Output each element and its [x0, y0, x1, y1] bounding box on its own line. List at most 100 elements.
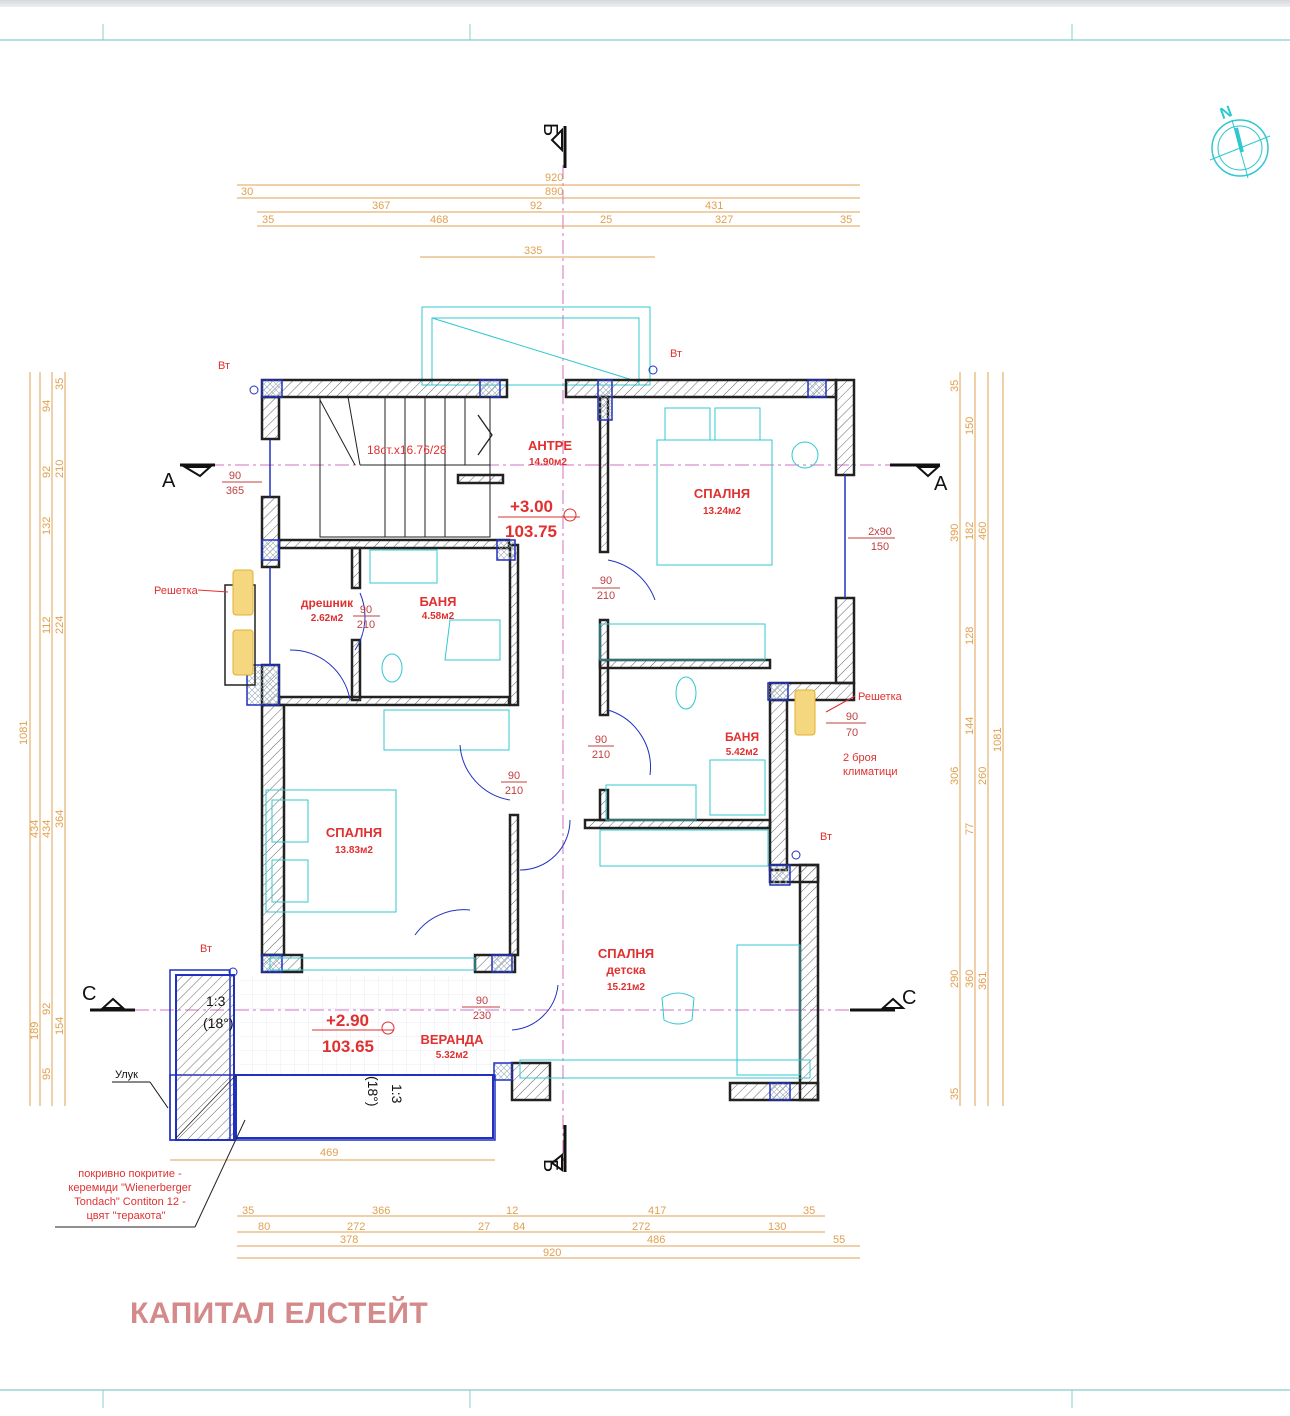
svg-text:Улук: Улук [115, 1069, 138, 1081]
svg-text:СПАЛНЯ: СПАЛНЯ [694, 486, 750, 501]
svg-text:77: 77 [964, 823, 976, 835]
svg-text:103.65: 103.65 [322, 1037, 374, 1056]
veranda-floor [240, 975, 510, 1075]
svg-text:C: C [902, 987, 916, 1009]
svg-text:434: 434 [29, 820, 41, 838]
svg-text:25: 25 [600, 214, 612, 226]
svg-text:35: 35 [949, 1088, 961, 1100]
svg-text:90: 90 [600, 575, 612, 587]
svg-text:130: 130 [768, 1221, 786, 1233]
svg-text:90: 90 [508, 770, 520, 782]
svg-text:цвят "теракота": цвят "теракота" [87, 1210, 166, 1222]
svg-text:4.58м2: 4.58м2 [422, 611, 455, 622]
svg-text:92: 92 [41, 1003, 53, 1015]
svg-text:35: 35 [262, 214, 274, 226]
svg-text:Решетка: Решетка [154, 585, 199, 597]
svg-text:365: 365 [226, 485, 244, 497]
svg-text:2x90: 2x90 [868, 526, 892, 538]
svg-text:35: 35 [803, 1205, 815, 1217]
svg-text:360: 360 [964, 970, 976, 988]
svg-text:468: 468 [430, 214, 448, 226]
svg-text:150: 150 [871, 541, 889, 553]
svg-text:13.83м2: 13.83м2 [335, 845, 373, 856]
svg-text:70: 70 [846, 727, 858, 739]
svg-text:434: 434 [41, 820, 53, 838]
svg-text:103.75: 103.75 [505, 522, 557, 541]
svg-text:210: 210 [597, 590, 615, 602]
svg-text:367: 367 [372, 200, 390, 212]
svg-text:92: 92 [530, 200, 542, 212]
dimensions-right: 35 390 306 290 35 150 182 128 144 77 360… [949, 372, 1004, 1106]
furniture [265, 407, 819, 1079]
brand-watermark: КАПИТАЛ ЕЛСТЕЙТ [130, 1297, 429, 1330]
svg-text:90: 90 [476, 995, 488, 1007]
svg-text:1:3: 1:3 [206, 993, 226, 1009]
svg-text:224: 224 [54, 616, 66, 634]
svg-text:климатици: климатици [843, 766, 898, 778]
annotations: Решетка Решетка 2 броя климатици Вт Вт В… [154, 348, 903, 977]
staircase: 18ст.х16.76/28 [319, 396, 493, 538]
svg-text:90: 90 [360, 604, 372, 616]
svg-text:13.24м2: 13.24м2 [703, 506, 741, 517]
svg-text:210: 210 [592, 749, 610, 761]
svg-text:A: A [934, 473, 948, 495]
dimensions-top: 920 30 890 367 92 431 35 468 25 327 35 3… [237, 172, 860, 258]
svg-text:Вт: Вт [670, 348, 682, 360]
svg-text:84: 84 [513, 1221, 525, 1233]
svg-text:+2.90: +2.90 [326, 1011, 369, 1030]
svg-text:189: 189 [29, 1022, 41, 1040]
svg-text:132: 132 [41, 517, 53, 535]
svg-text:Tondach" Contiton 12 -: Tondach" Contiton 12 - [74, 1196, 186, 1208]
svg-text:N: N [1218, 103, 1235, 123]
svg-text:327: 327 [715, 214, 733, 226]
svg-text:260: 260 [977, 767, 989, 785]
sheet-frame [0, 24, 1290, 1408]
svg-text:30: 30 [241, 186, 253, 198]
svg-text:272: 272 [347, 1221, 365, 1233]
door-swings [289, 559, 656, 1031]
svg-text:дрешник: дрешник [301, 596, 354, 610]
svg-text:5.32м2: 5.32м2 [436, 1050, 469, 1061]
svg-text:210: 210 [54, 460, 66, 478]
svg-text:АНТРЕ: АНТРЕ [528, 438, 572, 453]
svg-text:335: 335 [524, 245, 542, 257]
svg-text:306: 306 [949, 767, 961, 785]
svg-text:покривно покритие -: покривно покритие - [78, 1168, 182, 1180]
svg-text:150: 150 [964, 417, 976, 435]
svg-text:144: 144 [964, 717, 976, 735]
svg-text:Б: Б [539, 1159, 561, 1172]
svg-text:детска: детска [606, 963, 646, 977]
svg-text:80: 80 [258, 1221, 270, 1233]
svg-text:182: 182 [964, 522, 976, 540]
svg-text:431: 431 [705, 200, 723, 212]
opening-labels: 90 365 90 210 90 210 90 210 90 210 90 70… [222, 470, 895, 1022]
svg-text:27: 27 [478, 1221, 490, 1233]
svg-text:(18°): (18°) [365, 1076, 381, 1107]
svg-text:C: C [82, 983, 96, 1005]
svg-text:128: 128 [964, 627, 976, 645]
svg-text:210: 210 [357, 619, 375, 631]
svg-text:90: 90 [229, 470, 241, 482]
svg-text:417: 417 [648, 1205, 666, 1217]
svg-text:35: 35 [840, 214, 852, 226]
svg-text:1081: 1081 [992, 728, 1004, 752]
window-top-edge [0, 0, 1290, 7]
svg-text:2 броя: 2 броя [843, 752, 877, 764]
svg-text:Б: Б [539, 123, 561, 136]
roof-covering-note: покривно покритие - керемиди "Wienerberg… [55, 1119, 246, 1228]
svg-text:35: 35 [54, 378, 66, 390]
svg-text:A: A [162, 470, 176, 492]
svg-text:364: 364 [54, 810, 66, 828]
svg-text:СПАЛНЯ: СПАЛНЯ [598, 946, 654, 961]
svg-text:12: 12 [506, 1205, 518, 1217]
ac-grilles [232, 569, 816, 736]
svg-text:272: 272 [632, 1221, 650, 1233]
svg-text:361: 361 [977, 972, 989, 990]
svg-text:390: 390 [949, 524, 961, 542]
svg-text:15.21м2: 15.21м2 [607, 982, 645, 993]
svg-text:890: 890 [545, 186, 563, 198]
balcony-top [421, 306, 651, 386]
dimensions-left: 1081 434 189 94 92 132 112 434 92 95 35 … [18, 372, 66, 1106]
svg-text:35: 35 [949, 380, 961, 392]
svg-text:Решетка: Решетка [858, 691, 903, 703]
